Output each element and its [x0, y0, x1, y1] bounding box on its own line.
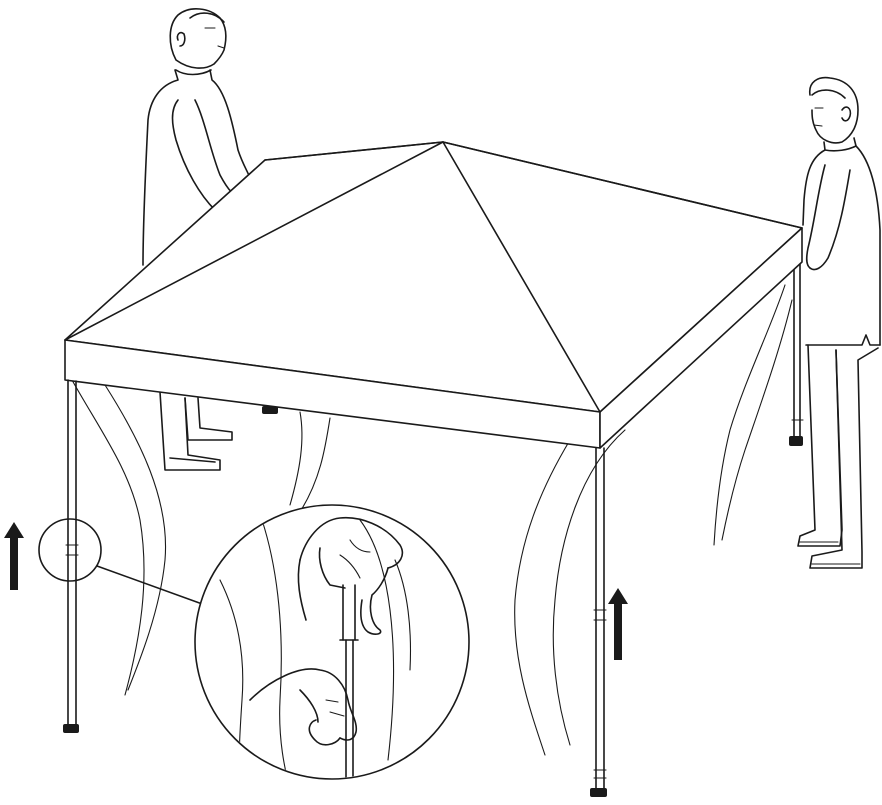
up-arrow-icon	[4, 522, 24, 590]
front-right-leg	[590, 447, 607, 797]
right-person	[797, 76, 881, 569]
side-wall-drapes	[71, 284, 793, 756]
detail-callout-small-circle	[38, 518, 206, 606]
front-left-leg	[63, 379, 79, 733]
detail-magnified-view	[194, 504, 470, 780]
left-person	[142, 8, 251, 471]
canopy	[64, 141, 803, 449]
up-arrow-icon	[608, 588, 628, 660]
